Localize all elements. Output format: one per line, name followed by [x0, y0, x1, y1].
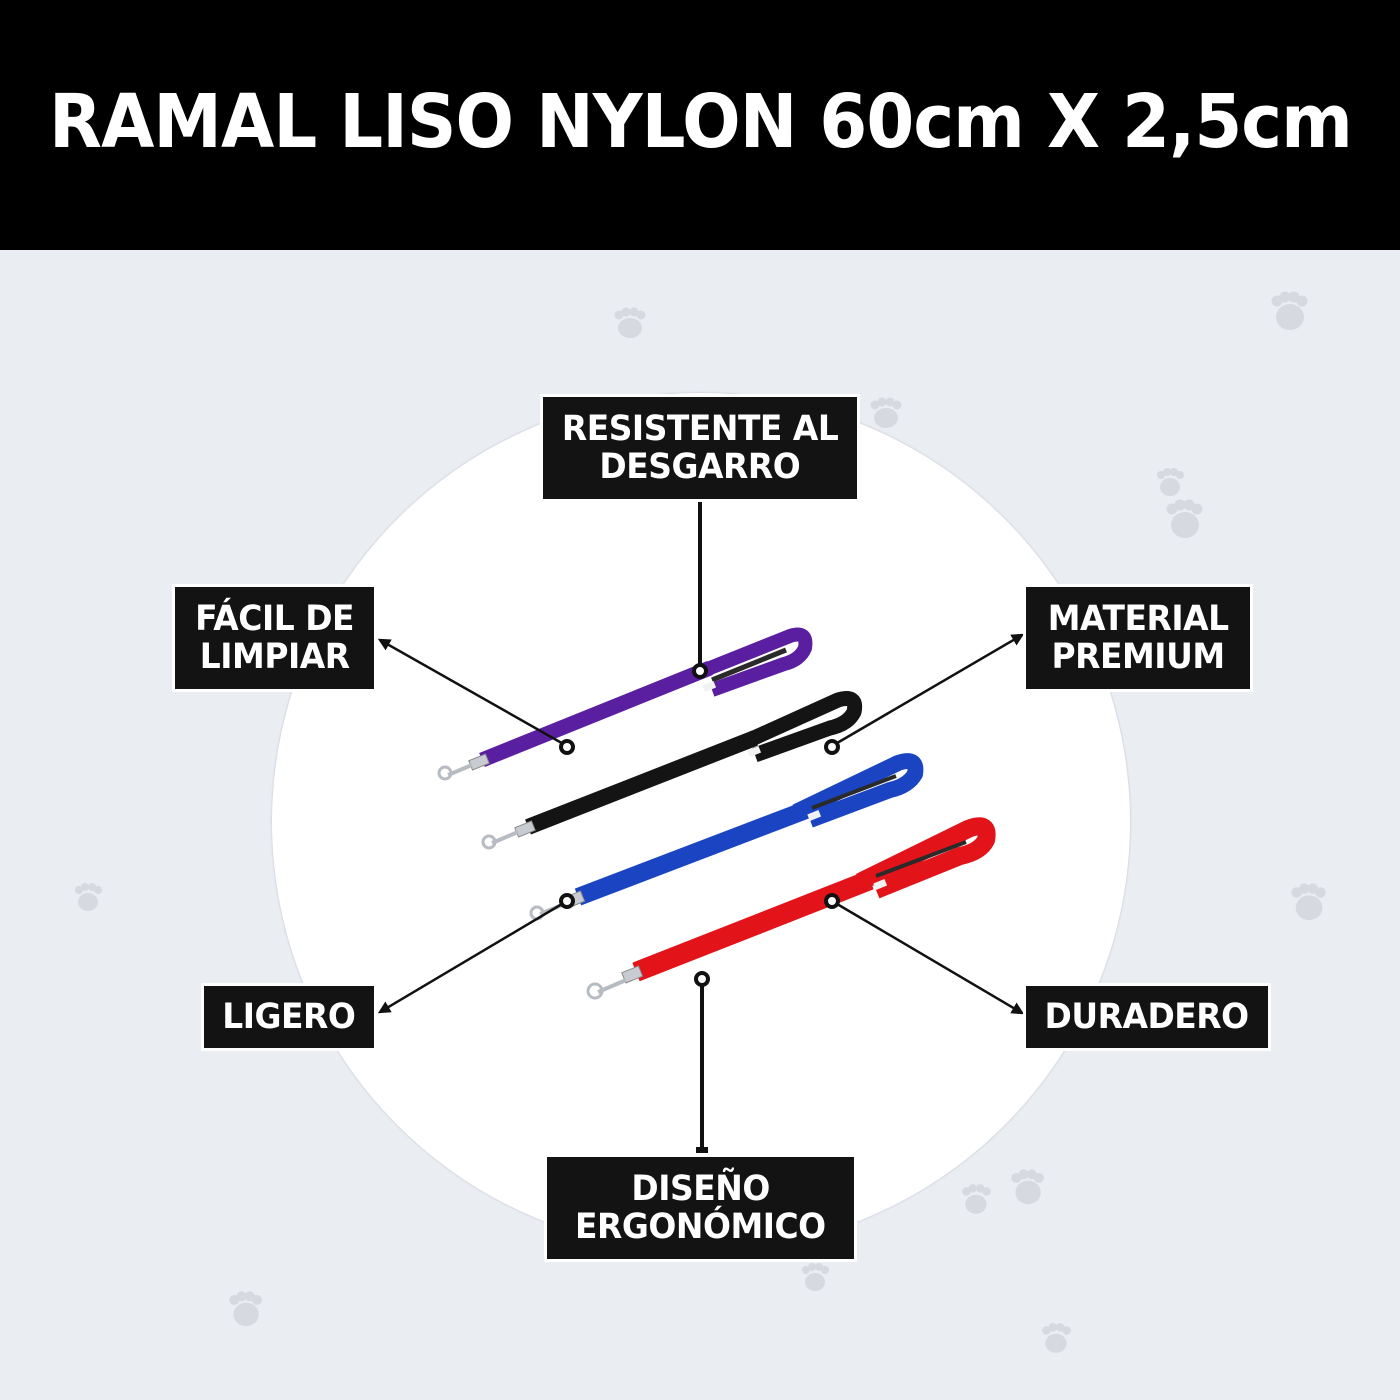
feature-label-easy-clean: FÁCIL DE LIMPIAR — [172, 584, 377, 692]
paw-print-icon — [614, 307, 646, 338]
label-line: DURADERO — [1044, 997, 1250, 1037]
paw-print-icon — [1042, 1323, 1071, 1353]
paw-print-icon — [229, 1291, 262, 1327]
paw-print-icon — [870, 397, 902, 428]
feature-label-lightweight: LIGERO — [201, 983, 377, 1051]
paw-print-icon — [962, 1184, 991, 1214]
paw-print-icon — [802, 1263, 829, 1291]
callout-dots — [559, 663, 840, 987]
page-title: RAMAL LISO NYLON 60cm X 2,5cm — [48, 79, 1353, 165]
paw-print-icon — [75, 883, 102, 911]
label-line: MATERIAL — [1047, 599, 1229, 639]
paw-print-icon — [1166, 499, 1203, 538]
leash-red — [586, 817, 996, 1000]
label-line: LIGERO — [222, 997, 356, 1037]
paw-print-icon — [1157, 468, 1184, 496]
feature-label-durable: DURADERO — [1023, 983, 1271, 1051]
label-line: FÁCIL DE — [194, 599, 354, 639]
paw-print-icon — [1291, 883, 1326, 921]
label-line: LIMPIAR — [199, 637, 350, 677]
feature-label-premium-material: MATERIAL PREMIUM — [1023, 584, 1253, 692]
paw-print-icon — [1271, 291, 1308, 330]
label-line: ERGONÓMICO — [575, 1207, 826, 1247]
feature-label-ergonomic: DISEÑO ERGONÓMICO — [544, 1154, 857, 1262]
header-banner: RAMAL LISO NYLON 60cm X 2,5cm — [0, 0, 1400, 250]
label-line: DESGARRO — [599, 447, 801, 487]
label-line: RESISTENTE AL — [561, 409, 839, 449]
leash-black — [481, 691, 863, 850]
paw-print-icon — [1011, 1169, 1044, 1205]
label-line: PREMIUM — [1051, 637, 1225, 677]
feature-label-tear-resistant: RESISTENTE AL DESGARRO — [540, 394, 860, 502]
callout-lines — [377, 502, 1025, 1152]
label-line: DISEÑO — [631, 1169, 770, 1209]
leash-purple — [437, 627, 813, 781]
